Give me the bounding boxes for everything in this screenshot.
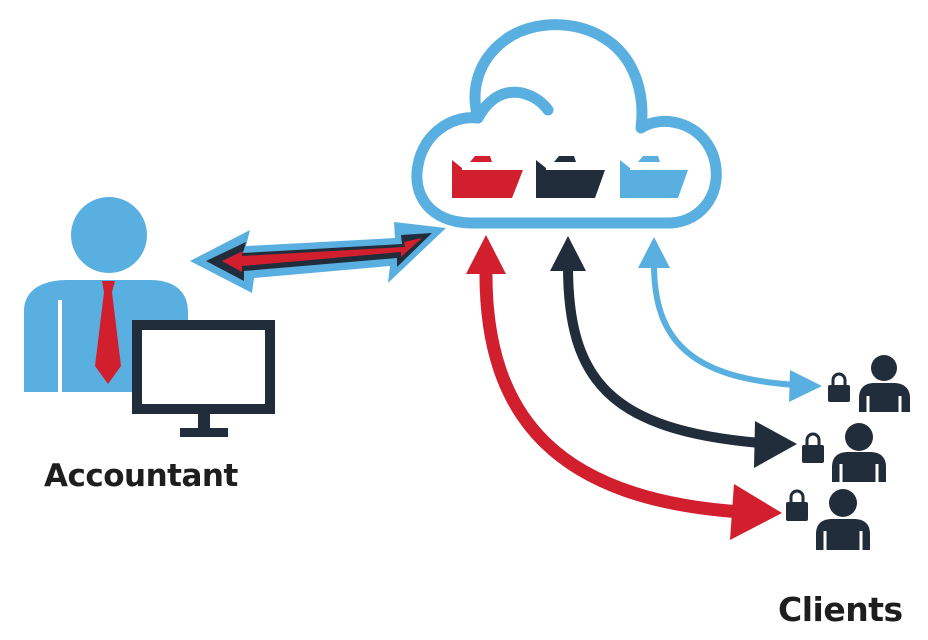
- dark-client-arrow: [550, 236, 797, 468]
- computer-monitor-icon: [132, 320, 275, 437]
- red-folder-icon: [452, 156, 523, 198]
- padlock-icon: [786, 489, 808, 521]
- padlock-icon: [802, 432, 824, 463]
- accountant-label: Accountant: [44, 458, 238, 494]
- padlock-icon: [828, 372, 850, 402]
- sync-double-arrow: [190, 222, 446, 293]
- red-client-arrow: [466, 235, 782, 540]
- client-person-icon: [832, 423, 886, 482]
- blue-folder-icon: [620, 156, 688, 198]
- clients-label: Clients: [778, 590, 903, 629]
- client-person-icon: [816, 489, 870, 550]
- blue-client-arrow: [638, 237, 822, 402]
- client-person-icon: [859, 355, 910, 412]
- dark-folder-icon: [536, 156, 605, 198]
- accountant-icon: [24, 197, 188, 392]
